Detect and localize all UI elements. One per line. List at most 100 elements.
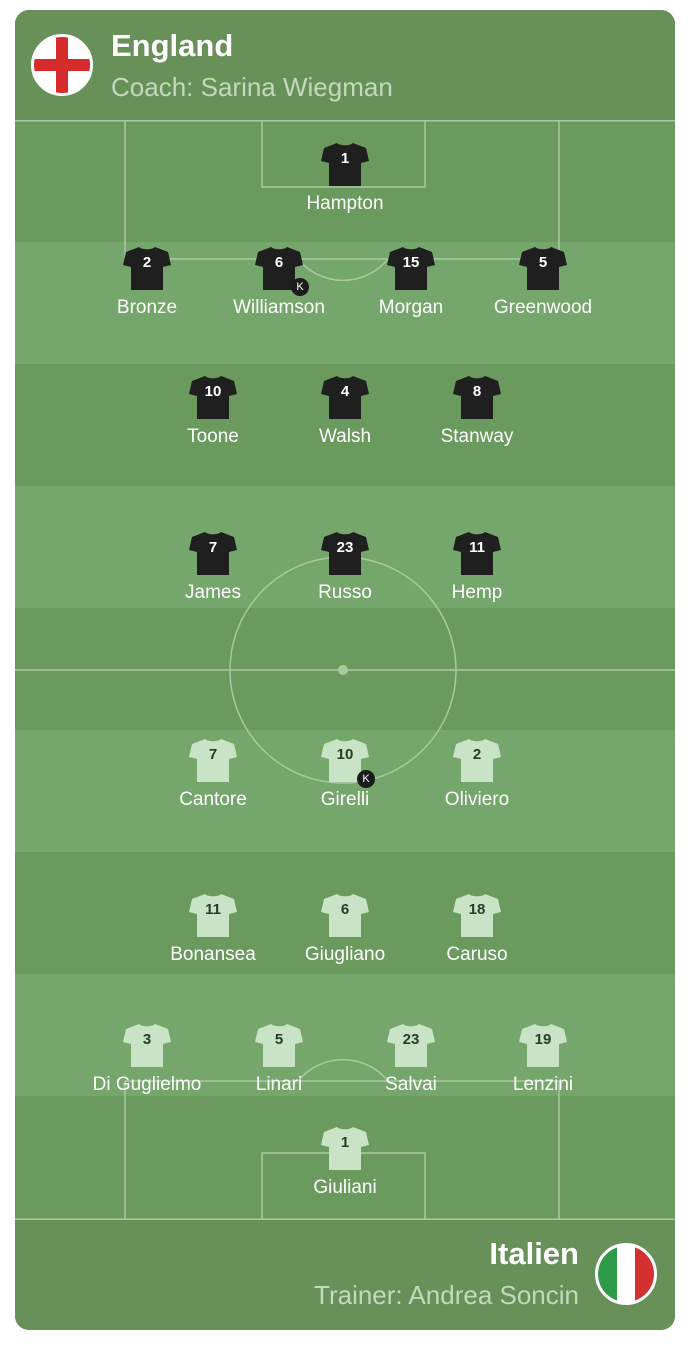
pitch [15,120,675,1220]
player-name: Cantore [179,789,247,810]
away-coach: Trainer: Andrea Soncin [314,1280,579,1310]
jersey-icon [189,894,237,937]
player-number: 19 [534,1031,552,1048]
jersey-icon [321,143,369,186]
player-number: 6 [340,901,350,918]
player-name: Caruso [446,944,508,965]
jersey-icon [453,376,501,419]
player-number: 15 [402,254,420,271]
player-name: James [185,582,241,603]
player-name: Giuliani [313,1177,377,1198]
home-team-name: England [111,28,234,63]
jersey-icon [189,739,237,782]
player-name: Giugliano [304,944,386,965]
england-flag-icon [31,34,93,96]
player-name: Bronze [116,297,178,318]
player-number: 5 [274,1031,284,1048]
jersey-icon [453,532,501,575]
italy-flag-icon [595,1243,657,1305]
player-number: 5 [538,254,548,271]
player-name: Linari [255,1074,303,1095]
away-team-header: Italien Trainer: Andrea Soncin [15,1220,675,1330]
player-name: Russo [318,582,372,603]
player-number: 6 [274,254,284,271]
player-number: 11 [469,539,485,556]
player-number: 7 [208,746,218,763]
player-italy-giugliano[interactable]: 6 Giugliano [275,892,415,982]
captain-badge: K [357,770,375,788]
player-name: Stanway [440,426,514,447]
player-number: 23 [336,539,354,556]
player-number: 2 [472,746,482,763]
home-coach: Coach: Sarina Wiegman [111,72,393,102]
player-england-walsh[interactable]: 4 Walsh [275,374,415,464]
away-team-name: Italien [489,1236,579,1271]
player-england-williamson[interactable]: 6 K Williamson [209,245,349,335]
jersey-icon [519,247,567,290]
player-england-russo[interactable]: 23 Russo [275,530,415,620]
player-italy-linari[interactable]: 5 Linari [209,1022,349,1112]
jersey-icon [189,532,237,575]
player-name: Hemp [451,582,503,603]
jersey-icon [387,1024,435,1067]
jersey-icon [453,739,501,782]
jersey-icon [321,1127,369,1170]
player-number: 1 [340,1134,350,1151]
player-england-morgan[interactable]: 15 Morgan [341,245,481,335]
lineup-card: England Coach: Sarina Wiegman [15,10,675,1330]
player-england-greenwood[interactable]: 5 Greenwood [473,245,613,335]
player-number: 10 [336,746,354,763]
jersey-icon [255,1024,303,1067]
player-number: 10 [204,383,222,400]
jersey-icon [321,894,369,937]
player-italy-cantore[interactable]: 7 Cantore [143,737,283,827]
player-name: Morgan [378,297,444,318]
player-number: 4 [340,383,350,400]
jersey-icon [519,1024,567,1067]
player-number: 1 [340,150,350,167]
player-name: Bonansea [170,944,256,965]
jersey-icon [321,376,369,419]
player-england-hemp[interactable]: 11 Hemp [407,530,547,620]
player-number: 8 [472,383,482,400]
player-number: 11 [205,901,221,918]
jersey-icon [321,739,369,782]
player-italy-giuliani[interactable]: 1 Giuliani [275,1125,415,1215]
player-name: Lenzini [512,1074,574,1095]
player-number: 7 [208,539,218,556]
jersey-icon [189,376,237,419]
player-italy-salvai[interactable]: 23 Salvai [341,1022,481,1112]
player-number: 23 [402,1031,420,1048]
jersey-icon [123,1024,171,1067]
jersey-icon [255,247,303,290]
player-england-hampton[interactable]: 1 Hampton [275,141,415,231]
player-england-stanway[interactable]: 8 Stanway [407,374,547,464]
home-team-header: England Coach: Sarina Wiegman [15,10,675,120]
jersey-icon [321,532,369,575]
jersey-icon [387,247,435,290]
player-england-toone[interactable]: 10 Toone [143,374,283,464]
player-name: Williamson [233,297,325,318]
player-italy-di-guglielmo[interactable]: 3 Di Guglielmo [77,1022,217,1112]
player-name: Hampton [306,193,384,214]
captain-badge: K [291,278,309,296]
player-name: Di Guglielmo [92,1074,202,1095]
player-number: 2 [142,254,152,271]
player-italy-caruso[interactable]: 18 Caruso [407,892,547,982]
jersey-icon [123,247,171,290]
player-number: 3 [142,1031,152,1048]
player-england-james[interactable]: 7 James [143,530,283,620]
jersey-icon [453,894,501,937]
player-italy-girelli[interactable]: 10 K Girelli [275,737,415,827]
player-name: Oliviero [444,789,510,810]
player-name: Greenwood [493,297,593,318]
player-italy-oliviero[interactable]: 2 Oliviero [407,737,547,827]
player-name: Girelli [320,789,370,810]
player-name: Salvai [385,1074,437,1095]
player-italy-bonansea[interactable]: 11 Bonansea [143,892,283,982]
player-number: 18 [468,901,486,918]
player-england-bronze[interactable]: 2 Bronze [77,245,217,335]
player-name: Walsh [318,426,372,447]
player-name: Toone [187,426,239,447]
player-italy-lenzini[interactable]: 19 Lenzini [473,1022,613,1112]
